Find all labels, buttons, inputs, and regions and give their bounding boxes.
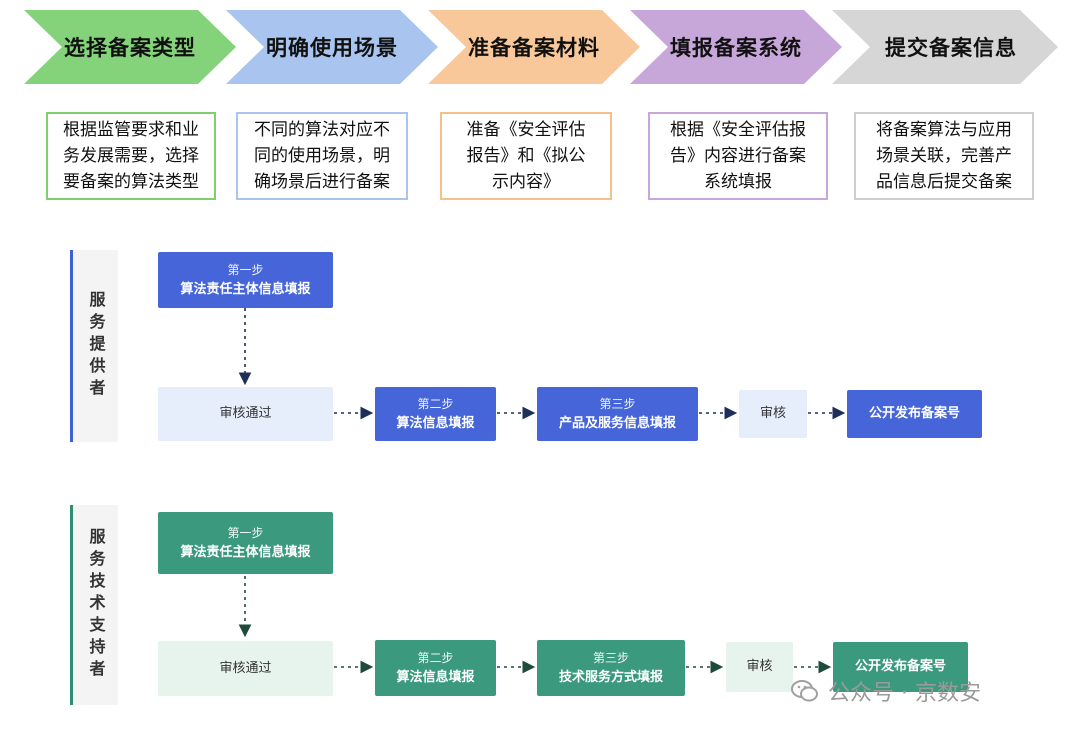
desc-box-submit-info: 将备案算法与应用 场景关联，完善产 品信息后提交备案 — [854, 112, 1034, 200]
step-number: 第一步 — [227, 526, 264, 540]
desc-line: 示内容》 — [492, 172, 560, 192]
desc-box-prepare-materials: 准备《安全评估 报告》和《拟公 示内容》 — [440, 112, 612, 200]
step-number: 第三步 — [592, 651, 629, 665]
desc-line: 根据监管要求和业 — [63, 120, 199, 140]
step-title: 产品及服务信息填报 — [558, 416, 676, 431]
step-title: 算法信息填报 — [396, 416, 475, 431]
supporter-step3-box: 第三步 技术服务方式填报 — [537, 640, 685, 696]
wechat-icon — [791, 680, 818, 702]
step-number: 第二步 — [417, 651, 454, 665]
approved-label: 审核通过 — [219, 660, 272, 676]
supporter-step2-box: 第二步 算法信息填报 — [375, 640, 496, 696]
provider-approved-box: 审核通过 — [158, 387, 333, 441]
review-label: 审核 — [759, 406, 786, 421]
desc-line: 告》内容进行备案 — [670, 146, 806, 166]
provider-review-box: 审核 — [739, 390, 807, 438]
chevron-3 — [428, 10, 640, 84]
chevron-2 — [226, 10, 438, 84]
lane-label-service-provider: 服务提供者 — [70, 250, 118, 442]
watermark: 公众号 · 京数安 — [790, 676, 981, 706]
desc-line: 同的使用场景，明 — [254, 146, 390, 166]
step-title: 算法责任主体信息填报 — [180, 545, 311, 560]
step-title: 算法责任主体信息填报 — [180, 282, 311, 297]
desc-line: 准备《安全评估 — [466, 120, 586, 140]
provider-step3-box: 第三步 产品及服务信息填报 — [537, 387, 698, 441]
desc-line: 确场景后进行备案 — [254, 172, 390, 192]
chevron-1 — [24, 10, 236, 84]
chevron-label-select-type: 选择备案类型 — [64, 36, 196, 60]
desc-box-usage-scenario: 不同的算法对应不 同的使用场景，明 确场景后进行备案 — [236, 112, 408, 200]
publish-label: 公开发布备案号 — [854, 659, 946, 674]
lane-label-text: 服务提供者 — [86, 291, 106, 401]
chevron-label-usage-scenario: 明确使用场景 — [266, 36, 398, 60]
chevron-label-submit-info: 提交备案信息 — [885, 36, 1017, 60]
step-title: 技术服务方式填报 — [558, 670, 663, 685]
supporter-approved-box: 审核通过 — [158, 641, 333, 696]
desc-line: 场景关联，完善产 — [876, 146, 1012, 166]
publish-label: 公开发布备案号 — [868, 406, 960, 421]
watermark-text: 公众号 · 京数安 — [828, 681, 981, 706]
step-number: 第一步 — [227, 263, 264, 277]
lane-label-text: 服务技术支持者 — [86, 528, 106, 682]
chevron-4 — [630, 10, 842, 84]
review-label: 审核 — [746, 659, 773, 674]
step-number: 第三步 — [599, 397, 636, 411]
step-title: 算法信息填报 — [396, 670, 475, 685]
lane-label-tech-supporter: 服务技术支持者 — [70, 505, 118, 705]
desc-line: 不同的算法对应不 — [254, 120, 390, 140]
desc-line: 务发展需要，选择 — [63, 146, 199, 166]
desc-line: 报告》和《拟公 — [466, 146, 586, 166]
approved-label: 审核通过 — [219, 406, 272, 421]
desc-line: 品信息后提交备案 — [876, 172, 1012, 192]
desc-box-select-type: 根据监管要求和业 务发展需要，选择 要备案的算法类型 — [46, 112, 216, 200]
chevron-label-fill-system: 填报备案系统 — [670, 36, 802, 60]
desc-box-fill-system: 根据《安全评估报 告》内容进行备案 系统填报 — [648, 112, 828, 200]
supporter-step1-box: 第一步 算法责任主体信息填报 — [158, 512, 333, 574]
desc-line: 系统填报 — [704, 172, 772, 192]
supporter-publish-box: 公开发布备案号 — [833, 642, 968, 692]
provider-step1-box: 第一步 算法责任主体信息填报 — [158, 252, 333, 308]
provider-publish-box: 公开发布备案号 — [847, 390, 982, 438]
desc-line: 将备案算法与应用 — [876, 120, 1012, 140]
chevron-5 — [832, 10, 1058, 84]
desc-line: 要备案的算法类型 — [63, 172, 199, 192]
provider-step2-box: 第二步 算法信息填报 — [375, 387, 496, 441]
supporter-review-box: 审核 — [726, 642, 793, 692]
chevron-label-prepare-materials: 准备备案材料 — [468, 36, 600, 60]
step-number: 第二步 — [417, 397, 454, 411]
desc-line: 根据《安全评估报 — [670, 120, 806, 140]
